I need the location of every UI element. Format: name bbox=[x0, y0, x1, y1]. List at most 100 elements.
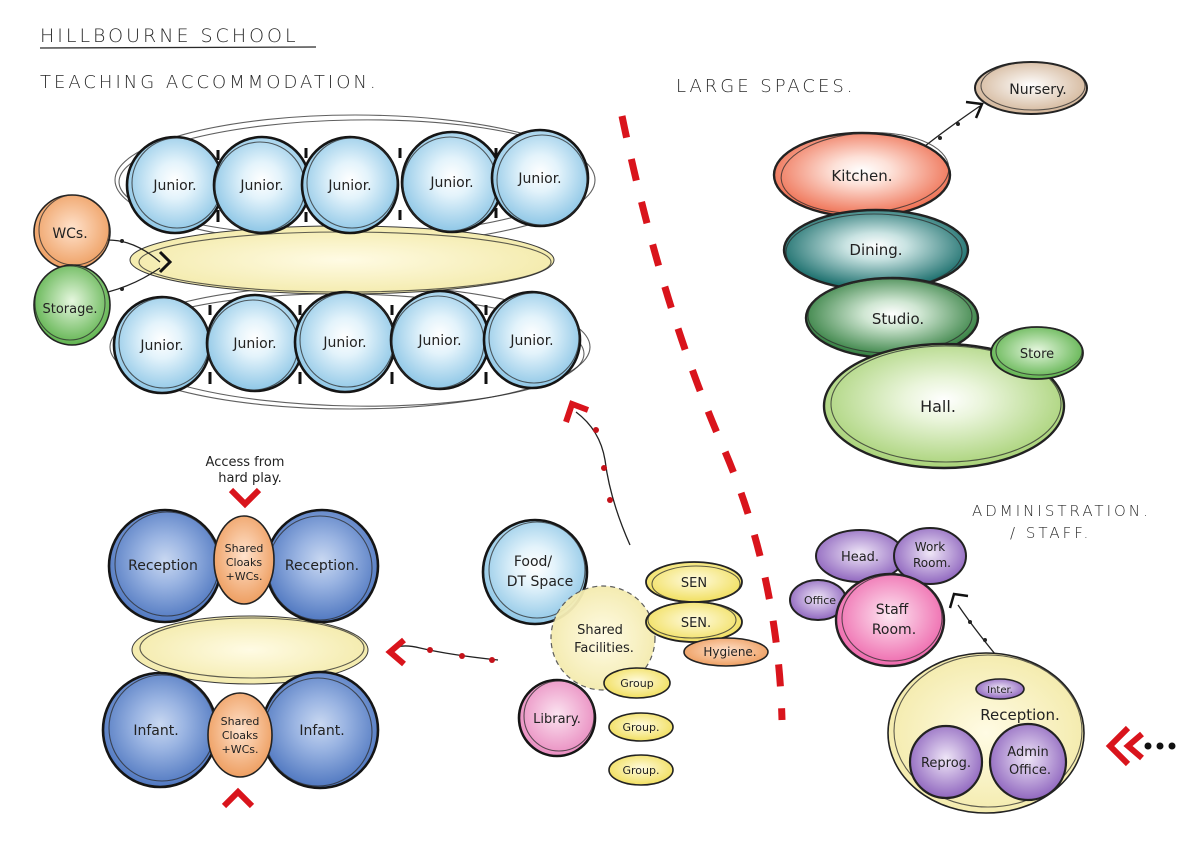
kitchen-label: Kitchen. bbox=[831, 167, 892, 185]
reception-right-label: Reception. bbox=[285, 558, 359, 574]
junior-label: Junior. bbox=[509, 333, 553, 349]
studio-label: Studio. bbox=[872, 310, 924, 328]
chevron-up-left-icon bbox=[563, 400, 590, 423]
staff-room-bubble: Staff Room. bbox=[834, 572, 946, 668]
wcs-storage-links bbox=[107, 239, 173, 293]
access-note-line2: hard play. bbox=[218, 471, 282, 486]
infant-right-label: Infant. bbox=[299, 723, 344, 739]
inter-label: Inter. bbox=[987, 685, 1013, 696]
admin-office-bubble: Admin Office. bbox=[988, 722, 1068, 802]
junior-room-top-2: Junior. bbox=[212, 135, 312, 235]
staff-room-line2: Room. bbox=[872, 622, 916, 638]
hygiene-bubble: Hygiene. bbox=[683, 637, 769, 667]
cloaks-bottom-line1: Shared bbox=[221, 715, 260, 728]
chevron-down-icon bbox=[228, 487, 262, 509]
wcs-bubble: WCs. bbox=[33, 194, 111, 270]
large-spaces-heading: LARGE SPACES. bbox=[676, 76, 856, 97]
dining-label: Dining. bbox=[849, 241, 902, 259]
infant-corridor bbox=[131, 615, 369, 685]
junior-room-bottom-4: Junior. bbox=[389, 289, 491, 391]
junior-label: Junior. bbox=[417, 333, 461, 349]
storage-bubble: Storage. bbox=[33, 264, 111, 346]
group-bubble-1: Group bbox=[603, 667, 671, 699]
hall-label: Hall. bbox=[920, 397, 956, 416]
cloaks-bottom-line3: +WCs. bbox=[221, 743, 258, 756]
staff-heading: / STAFF. bbox=[1010, 524, 1091, 542]
link-reception-staff bbox=[948, 592, 1001, 661]
cloaks-top-line2: Cloaks bbox=[226, 556, 263, 569]
head-label: Head. bbox=[841, 550, 879, 565]
food-dt-line2: DT Space bbox=[507, 574, 573, 590]
admin-reception-label: Reception. bbox=[980, 706, 1059, 724]
junior-room-top-4: Junior. bbox=[400, 130, 504, 234]
junior-room-top-3: Junior. bbox=[300, 135, 400, 235]
junior-label: Junior. bbox=[152, 178, 196, 194]
store-bubble: Store bbox=[990, 326, 1084, 380]
infant-room-left: Infant. bbox=[101, 671, 219, 789]
junior-room-bottom-3: Junior. bbox=[293, 290, 397, 394]
sen-bubble-2: SEN. bbox=[645, 601, 743, 643]
nursery-bubble: Nursery. bbox=[974, 61, 1088, 115]
library-label: Library. bbox=[533, 712, 581, 727]
link-central-to-junior bbox=[563, 400, 631, 546]
library-bubble: Library. bbox=[517, 678, 597, 758]
junior-label: Junior. bbox=[517, 171, 561, 187]
work-room-line2: Room. bbox=[913, 556, 951, 570]
junior-label: Junior. bbox=[239, 178, 283, 194]
hall-bubble: Hall. bbox=[822, 342, 1066, 470]
link-kitchen-nursery bbox=[919, 100, 984, 151]
sen-1-label: SEN bbox=[681, 576, 707, 591]
chevron-left-icon bbox=[385, 637, 406, 667]
group-2-label: Group. bbox=[623, 721, 660, 734]
store-label: Store bbox=[1020, 347, 1054, 362]
admin-office-line2: Office. bbox=[1009, 763, 1051, 778]
junior-label: Junior. bbox=[139, 338, 183, 354]
work-room-line1: Work bbox=[915, 540, 945, 554]
junior-label: Junior. bbox=[429, 175, 473, 191]
shared-facilities-line1: Shared bbox=[577, 623, 623, 638]
food-dt-line1: Food/ bbox=[514, 554, 553, 570]
reprog-bubble: Reprog. bbox=[908, 724, 984, 800]
storage-label: Storage. bbox=[43, 302, 98, 317]
hygiene-label: Hygiene. bbox=[703, 645, 756, 659]
nursery-label: Nursery. bbox=[1009, 82, 1067, 98]
junior-room-bottom-2: Junior. bbox=[205, 293, 305, 393]
arrow-icon bbox=[965, 100, 984, 119]
sen-bubble-1: SEN bbox=[645, 561, 743, 603]
admin-office-line1: Admin bbox=[1007, 745, 1048, 760]
chevron-left-icon bbox=[1105, 725, 1131, 767]
title-underline bbox=[39, 46, 317, 49]
junior-room-top-1: Junior. bbox=[125, 135, 225, 235]
chevron-up-icon bbox=[221, 787, 255, 809]
cloaks-bottom-line2: Cloaks bbox=[222, 729, 259, 742]
dot-icon bbox=[1144, 742, 1152, 750]
junior-room-bottom-1: Junior. bbox=[112, 295, 212, 395]
staff-room-line1: Staff bbox=[876, 602, 909, 618]
dot-icon bbox=[1168, 742, 1176, 750]
shared-cloaks-bottom: Shared Cloaks +WCs. bbox=[207, 692, 273, 778]
kitchen-bubble: Kitchen. bbox=[772, 131, 952, 219]
junior-room-bottom-5: Junior. bbox=[482, 290, 582, 390]
office-label: Office bbox=[804, 594, 836, 607]
dot-icon bbox=[1156, 742, 1164, 750]
access-note-line1: Access from bbox=[206, 455, 285, 470]
group-3-label: Group. bbox=[623, 764, 660, 777]
infant-left-label: Infant. bbox=[133, 723, 178, 739]
chevron-left-icon bbox=[1123, 731, 1144, 761]
shared-facilities-line2: Facilities. bbox=[574, 641, 634, 656]
work-room-bubble: Work Room. bbox=[893, 527, 967, 585]
wcs-label: WCs. bbox=[52, 226, 87, 242]
food-dt-bubble: Food/ DT Space bbox=[481, 518, 589, 626]
arrow-icon bbox=[948, 592, 969, 609]
junior-label: Junior. bbox=[322, 335, 366, 351]
reception-room-left: Reception bbox=[107, 508, 223, 624]
group-1-label: Group bbox=[620, 677, 654, 690]
infant-corridor-sketch bbox=[139, 617, 365, 679]
group-bubble-2: Group. bbox=[608, 712, 674, 742]
shared-facilities-bubble: Shared Facilities. bbox=[550, 585, 656, 691]
link-central-to-infant bbox=[385, 637, 499, 667]
main-entrance-marker bbox=[1105, 725, 1176, 767]
group-bubble-3: Group. bbox=[608, 754, 674, 786]
